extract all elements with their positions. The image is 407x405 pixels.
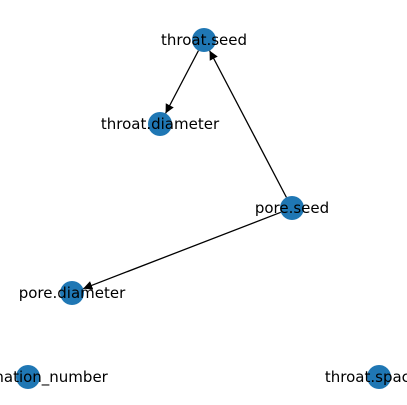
node-pore-diameter: [60, 281, 84, 305]
edge-pore-seed-to-pore-diameter: [82, 211, 282, 290]
node-label-throat-seed: throat.seed: [161, 31, 247, 49]
node-pore-seed: [280, 196, 304, 220]
node-coordination-number: [16, 365, 40, 389]
node-throat-seed: [192, 28, 216, 52]
node-label-pore-diameter: pore.diameter: [19, 284, 126, 302]
nodes-layer: [16, 28, 391, 389]
node-label-throat-spacing: throat.spacing: [325, 368, 407, 386]
node-throat-diameter: [148, 112, 172, 136]
labels-layer: throat.seed throat.diameter pore.seed pore.…: [0, 31, 407, 387]
node-label-pore-seed: pore.seed: [255, 199, 329, 217]
node-label-throat-diameter: throat.diameter: [101, 115, 220, 133]
edge-pore-seed-to-throat-seed: [208, 50, 288, 198]
node-throat-spacing: [367, 365, 391, 389]
edge-throat-seed-to-throat-diameter: [164, 50, 200, 114]
node-label-coordination-number: coordination_number: [0, 368, 109, 387]
edges-layer: [82, 50, 288, 290]
